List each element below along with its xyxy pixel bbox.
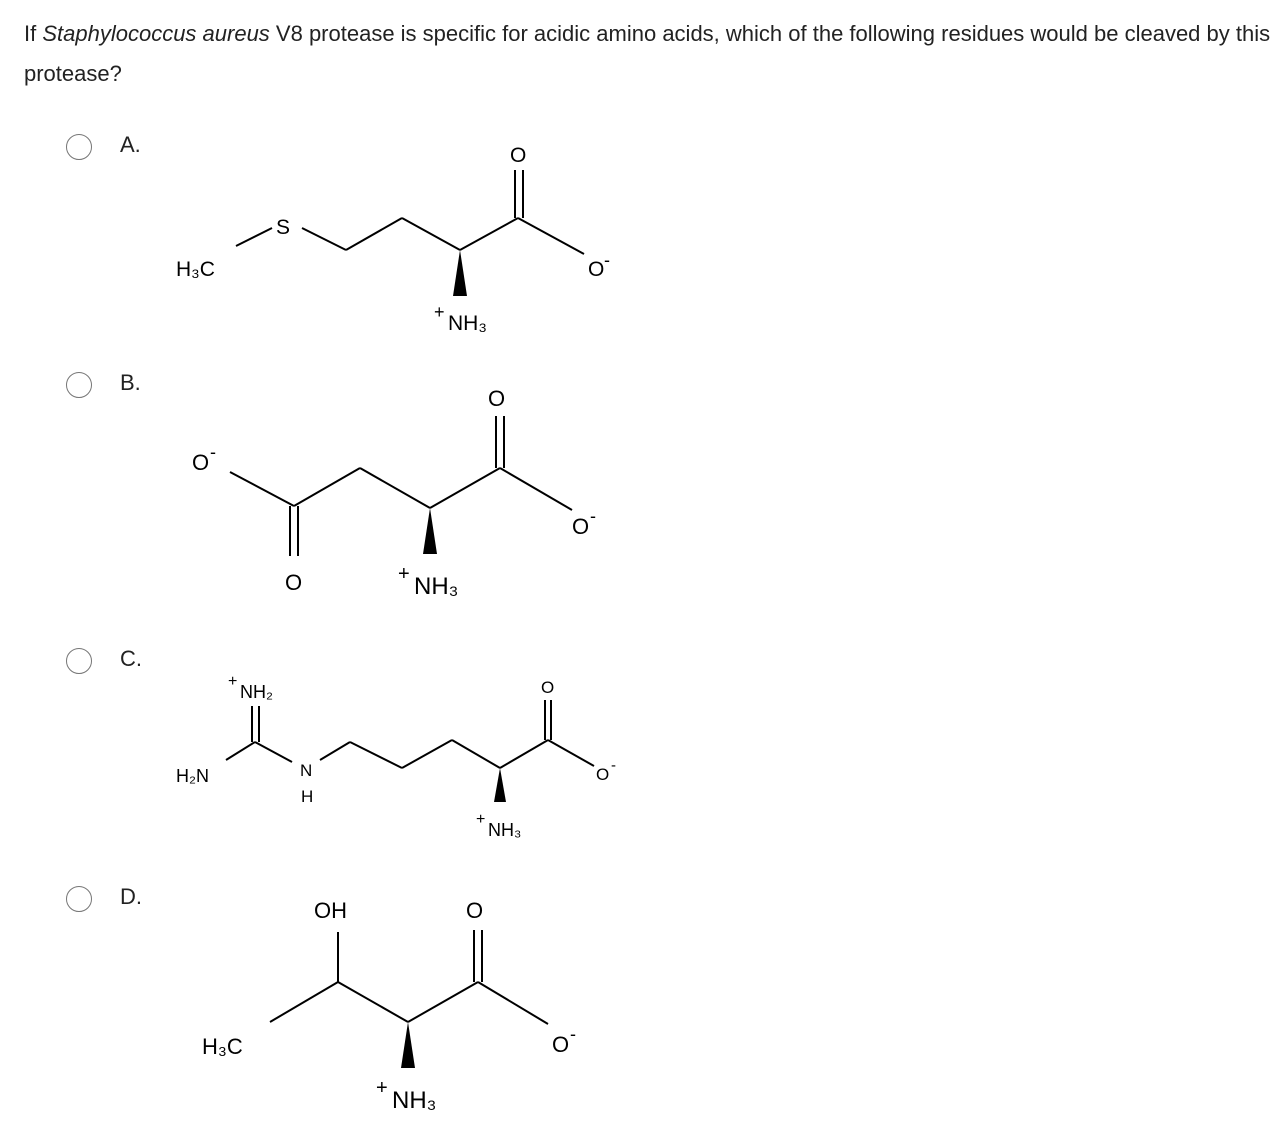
minus-charge: - [611,757,616,774]
bond [547,739,595,767]
wedge-bond [423,508,437,554]
minus-charge: - [604,250,610,270]
minus-charge-left: - [210,442,216,462]
h3c-label: H₃C [176,258,215,281]
bond [345,217,403,251]
bond [254,741,293,763]
bond [459,217,519,251]
bond [499,739,549,769]
wedge-bond [401,1022,415,1068]
plus-charge: + [434,302,445,322]
carbonyl-o-bottom-label: O [285,570,302,595]
option-b-structure: O - O O O - + NH₃ [192,386,596,600]
wedge-bond [453,250,467,296]
option-d-letter: D. [120,884,142,909]
carboxylate-o-right-label: O [572,514,589,539]
h3c-label: H₃C [202,1034,243,1059]
option-c-letter: C. [120,646,142,671]
bond [359,467,431,509]
bond [229,471,295,507]
bond [301,227,347,251]
carboxylate-o-label: O [596,765,609,784]
plus-charge: + [398,563,410,585]
question-suffix: V8 protease is specific for acidic amino… [24,21,1271,86]
option-b-letter: B. [120,370,141,395]
option-a-letter: A. [120,132,141,157]
amine-label: NH₃ [392,1087,436,1114]
option-a-radio[interactable] [66,134,92,160]
plus-charge: + [476,811,485,828]
carboxylate-o-label: O [552,1032,569,1057]
carbonyl-o-label: O [541,678,554,697]
hydroxyl-label: OH [314,898,347,923]
bond [477,981,549,1025]
bond [517,217,585,255]
bond [225,741,256,761]
bond [401,739,453,769]
option-b-radio[interactable] [66,372,92,398]
wedge-bond [494,768,506,802]
option-c-structure: + NH₂ H₂N N H O O - + NH₃ [176,673,616,840]
bond [337,981,409,1023]
bond [451,739,501,769]
minus-charge: - [570,1024,576,1044]
bond [293,467,361,507]
option-d-radio[interactable] [66,886,92,912]
bond [407,981,479,1023]
nh-hydrogen-label: H [301,787,313,806]
plus-charge: + [376,1077,388,1099]
amine-label: NH₃ [414,573,458,600]
bond [401,217,461,251]
nitrogen-label: N [300,761,312,780]
question-prefix: If [24,21,43,46]
guanidinium-h2n-label: H₂N [176,766,209,786]
sulfur-label: S [276,216,290,239]
amine-label: NH₃ [448,312,487,335]
bond [499,467,573,511]
guanidinium-nh2-label: NH₂ [240,682,273,702]
carbonyl-o-top-label: O [488,386,505,411]
carboxylate-o-left-label: O [192,450,209,475]
bond [235,227,273,247]
carbonyl-o-label: O [466,898,483,923]
bond [269,981,339,1023]
question-organism: Staphylococcus aureus [42,21,270,46]
option-c-radio[interactable] [66,648,92,674]
bond [319,741,351,761]
question-text: If Staphylococcus aureus V8 protease is … [24,14,1274,94]
bond [349,741,403,769]
minus-charge-right: - [590,506,596,526]
carboxylate-o-label: O [588,258,604,281]
bond [429,467,501,509]
amine-label: NH₃ [488,820,521,840]
carbonyl-o-label: O [510,144,526,167]
plus-charge-guanidinium: + [228,673,237,690]
option-a-structure: H₃C S O O - + NH₃ [176,144,610,335]
